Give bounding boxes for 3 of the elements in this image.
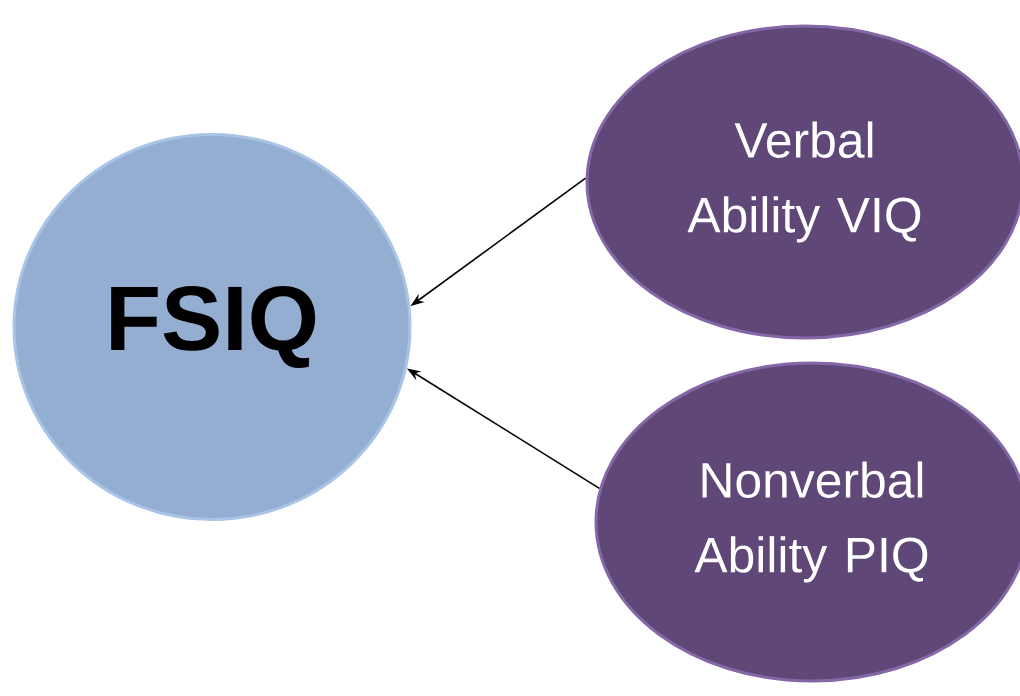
ellipse-node: Verbal Ability VIQ — [585, 24, 1020, 340]
ellipse-node: Nonverbal Ability PIQ — [594, 361, 1020, 683]
circle-node: FSIQ — [12, 133, 412, 521]
